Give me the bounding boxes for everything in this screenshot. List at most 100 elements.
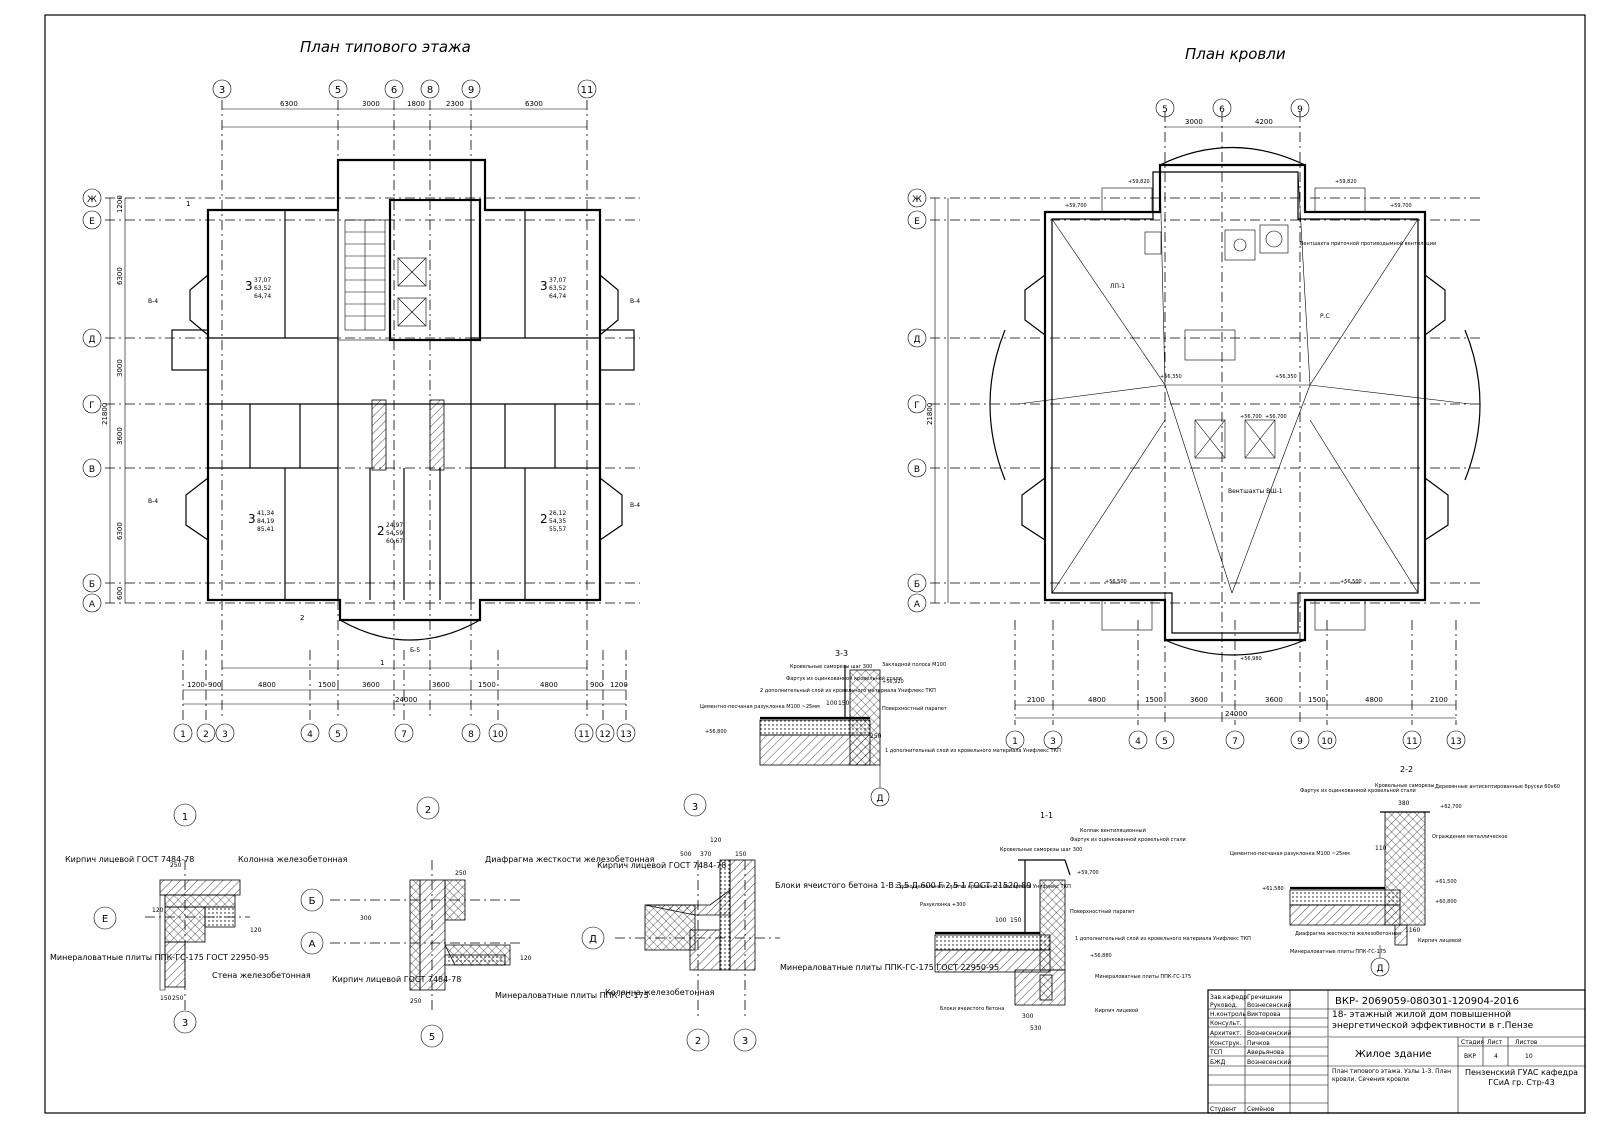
svg-text:Н.контроль: Н.контроль	[1210, 1011, 1246, 1018]
svg-text:Пичков: Пичков	[1247, 1040, 1270, 1047]
svg-text:Руковод.: Руковод.	[1210, 1002, 1238, 1009]
svg-text:Колонна железобетонная: Колонна железобетонная	[605, 988, 715, 997]
svg-text:+56,700: +56,700	[1265, 414, 1287, 420]
svg-text:Д: Д	[876, 794, 883, 804]
svg-text:+56,980: +56,980	[1240, 656, 1262, 662]
svg-text:3: 3	[182, 1018, 188, 1029]
svg-text:26,12: 26,12	[549, 510, 566, 517]
svg-text:Ж: Ж	[87, 195, 97, 205]
svg-text:Минераловатные плиты ППК-ГС-17: Минераловатные плиты ППК-ГС-175	[495, 991, 649, 1000]
svg-text:В-4: В-4	[148, 298, 158, 305]
svg-text:Кирпич лицевой ГОСТ 7484-78: Кирпич лицевой ГОСТ 7484-78	[332, 975, 461, 984]
svg-text:1: 1	[186, 200, 190, 208]
svg-text:6: 6	[391, 85, 397, 96]
svg-text:37,07: 37,07	[549, 277, 566, 284]
svg-text:Поверхностный парапет: Поверхностный парапет	[1070, 908, 1135, 915]
floor-axes-bottom: 1 2 3 4 5 7 8 10 11 12 13	[173, 723, 636, 743]
svg-text:9: 9	[1297, 105, 1303, 115]
svg-text:600: 600	[116, 587, 124, 600]
svg-text:54,35: 54,35	[549, 518, 566, 525]
svg-text:+56,350: +56,350	[1160, 374, 1182, 380]
svg-text:63,52: 63,52	[549, 285, 566, 292]
svg-text:В-4: В-4	[148, 498, 158, 505]
svg-text:3000: 3000	[116, 359, 124, 377]
svg-text:Д: Д	[913, 335, 920, 345]
svg-text:3-3: 3-3	[835, 649, 848, 658]
svg-text:Вознесенский: Вознесенский	[1247, 1002, 1291, 1009]
svg-text:4: 4	[1135, 737, 1141, 747]
svg-text:А: А	[309, 939, 316, 950]
svg-text:4: 4	[307, 730, 313, 740]
svg-text:3: 3	[219, 85, 225, 96]
svg-text:Е: Е	[102, 914, 108, 925]
svg-text:3600: 3600	[362, 681, 380, 689]
svg-text:1500: 1500	[318, 681, 336, 689]
svg-text:Диафрагма жесткости железобето: Диафрагма жесткости железобетонная	[485, 855, 655, 864]
svg-text:Минераловатные плиты ППК-ГС-17: Минераловатные плиты ППК-ГС-175 ГОСТ 229…	[780, 963, 999, 972]
svg-text:4200: 4200	[1255, 118, 1273, 126]
svg-text:150: 150	[735, 851, 747, 858]
svg-text:11: 11	[581, 85, 594, 96]
roof-axes-bottom: 1 3 4 5 7 9 10 11 13	[1005, 730, 1466, 750]
svg-text:10: 10	[1525, 1053, 1533, 1060]
svg-text:+56,700: +56,700	[1240, 414, 1262, 420]
svg-text:24,97: 24,97	[386, 522, 403, 529]
svg-text:2: 2	[425, 805, 431, 816]
svg-text:Б-5: Б-5	[410, 647, 420, 654]
svg-text:3: 3	[248, 512, 256, 526]
svg-text:+61,580: +61,580	[1262, 886, 1284, 892]
stamp-code: ВКР- 2069059-080301-120904-2016	[1335, 996, 1519, 1007]
svg-text:530: 530	[1030, 1025, 1042, 1032]
svg-text:Стена железобетонная: Стена железобетонная	[212, 971, 311, 980]
svg-text:Е: Е	[914, 217, 920, 227]
svg-text:3600: 3600	[1190, 696, 1208, 704]
svg-text:6: 6	[1219, 105, 1225, 115]
svg-text:Вентшахта приточной противодым: Вентшахта приточной противодымной вентил…	[1300, 240, 1436, 247]
svg-text:2100: 2100	[1430, 696, 1448, 704]
svg-text:Цементно-песчаная разуклонка М: Цементно-песчаная разуклонка М100 ~25мм	[1230, 851, 1350, 857]
svg-text:1500: 1500	[1308, 696, 1326, 704]
svg-text:60,67: 60,67	[386, 538, 403, 545]
svg-text:64,74: 64,74	[549, 293, 566, 300]
svg-text:3: 3	[742, 1036, 748, 1047]
svg-text:5: 5	[335, 85, 341, 96]
svg-text:Д: Д	[88, 335, 95, 345]
svg-text:2: 2	[300, 614, 304, 622]
svg-text:6300: 6300	[525, 100, 543, 108]
stamp-sheet-title: План типового этажа. Узлы 1-3. План кров…	[1332, 1068, 1452, 1083]
svg-text:+59,700: +59,700	[1390, 203, 1412, 209]
title-block: ВКР- 2069059-080301-120904-2016 18- этаж…	[1207, 989, 1586, 1114]
svg-text:Минераловатные плиты ППК-ГС-17: Минераловатные плиты ППК-ГС-175 ГОСТ 229…	[50, 953, 269, 962]
svg-text:Студент: Студент	[1210, 1106, 1237, 1113]
svg-text:120: 120	[250, 927, 262, 934]
svg-text:Поверхностный парапет: Поверхностный парапет	[882, 705, 947, 712]
svg-text:А: А	[914, 600, 921, 610]
svg-text:Цементно-песчаная разуклонка М: Цементно-песчаная разуклонка М100 ~25мм	[700, 704, 820, 710]
svg-text:4800: 4800	[1088, 696, 1106, 704]
floor-plan-title: План типового этажа	[300, 38, 471, 56]
svg-text:24000: 24000	[1225, 710, 1247, 718]
node-3: 3 Кирпич лицевой ГОСТ 7484-78 Блоки ячеи…	[581, 793, 1031, 1052]
sheet-frame	[44, 14, 1586, 1114]
svg-text:37,07: 37,07	[254, 277, 271, 284]
svg-text:+61,500: +61,500	[1435, 879, 1457, 885]
floor-axes-top: 3 5 6 8 9 11	[212, 79, 597, 99]
svg-text:3600: 3600	[116, 427, 124, 445]
svg-text:1200: 1200	[116, 195, 124, 213]
roof-axes-left: Ж Е Д Г В Б А	[907, 188, 927, 613]
svg-text:9: 9	[468, 85, 474, 96]
svg-text:+60,800: +60,800	[1435, 899, 1457, 905]
svg-text:6300: 6300	[116, 522, 124, 540]
svg-text:4800: 4800	[540, 681, 558, 689]
svg-text:+59,820: +59,820	[1335, 179, 1357, 185]
svg-text:Р.С: Р.С	[1320, 313, 1330, 320]
svg-text:+62,700: +62,700	[1440, 804, 1462, 810]
svg-text:Г: Г	[914, 401, 920, 411]
svg-text:Колпак вентиляционный: Колпак вентиляционный	[1080, 827, 1146, 834]
svg-text:9: 9	[1297, 737, 1303, 747]
svg-text:3: 3	[1050, 737, 1056, 747]
svg-text:Кровельные саморезы шаг 300: Кровельные саморезы шаг 300	[790, 664, 872, 670]
svg-text:+56,350: +56,350	[1275, 374, 1297, 380]
svg-text:1200: 1200	[187, 681, 205, 689]
roof-plan: ЛП-1 Вентшахты ВШ-1 Вентшахта приточной …	[907, 98, 1481, 750]
